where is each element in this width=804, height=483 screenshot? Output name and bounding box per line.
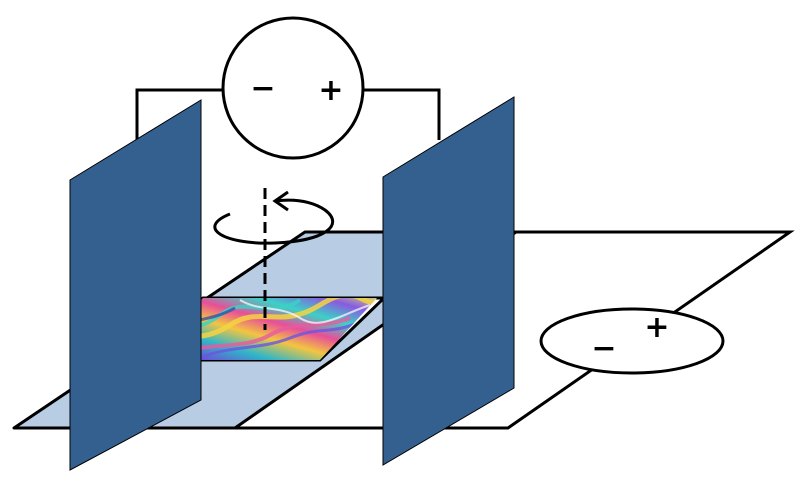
right-electrode-plate	[382, 96, 515, 466]
right-source-positive: +	[644, 310, 669, 345]
top-source-negative: −	[250, 71, 275, 106]
top-source-positive: +	[318, 73, 343, 108]
right-source-negative: −	[591, 331, 616, 366]
top-voltage-source: − +	[221, 16, 365, 160]
right-voltage-source: − +	[539, 307, 725, 375]
top-circuit-wire-right	[363, 88, 441, 140]
rotation-arrow-icon	[213, 190, 335, 245]
top-circuit-wire	[135, 88, 223, 140]
left-electrode-plate	[69, 99, 202, 471]
